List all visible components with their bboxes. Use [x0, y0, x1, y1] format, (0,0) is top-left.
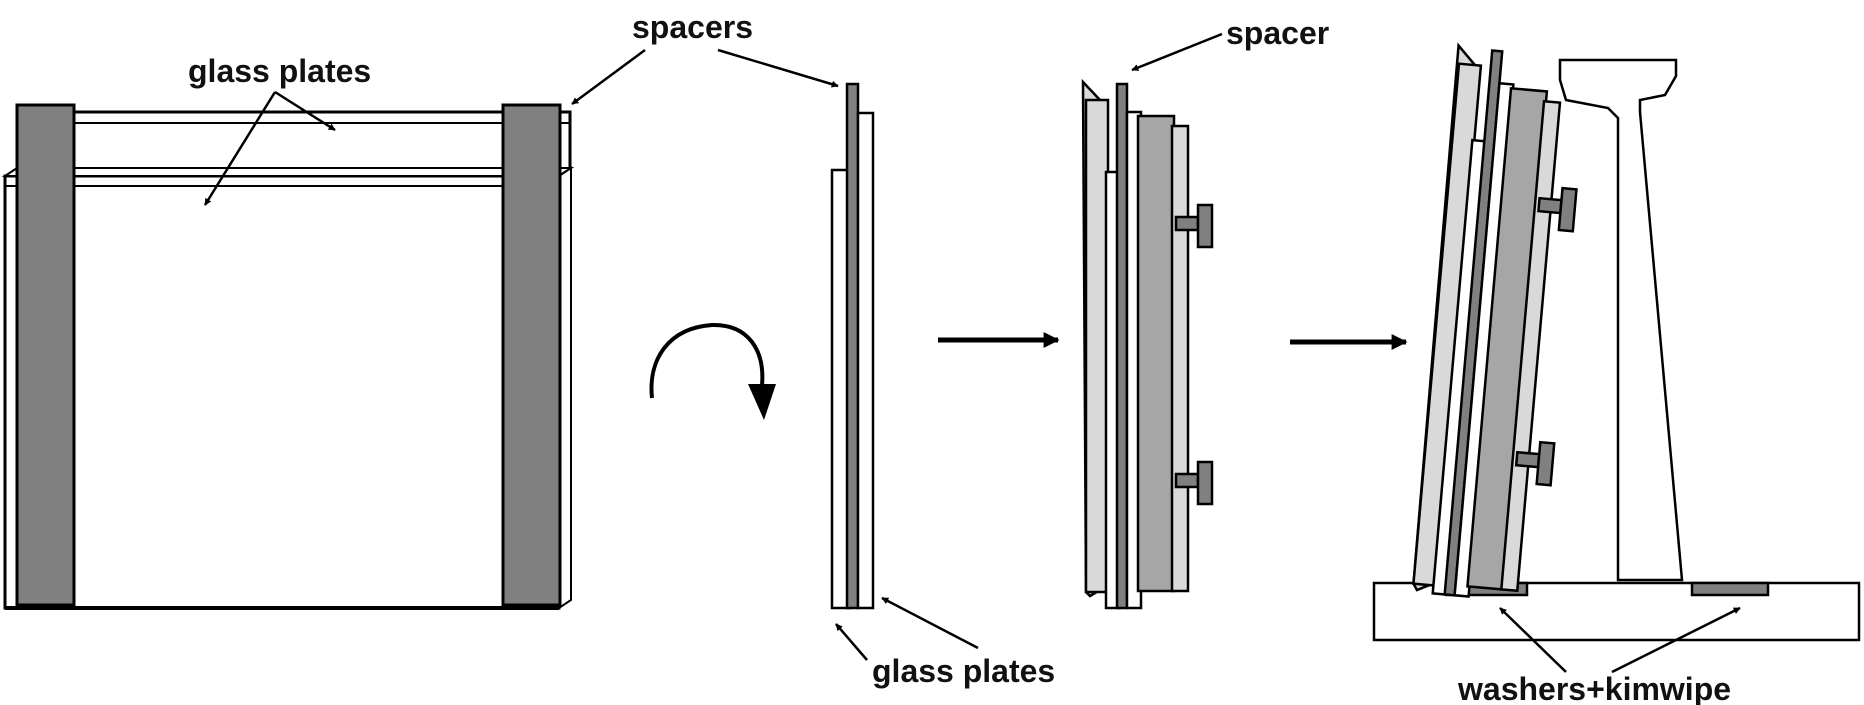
clamp-screw-top	[1174, 203, 1214, 249]
spacers-pointers	[571, 48, 839, 106]
clamp-outer-plate	[1170, 124, 1190, 593]
spacer-label: spacer	[1226, 15, 1329, 51]
washers-pointers	[1499, 606, 1741, 674]
washer-right	[1690, 581, 1770, 597]
side-back-glass	[856, 111, 875, 610]
front-glass-plate	[3, 174, 561, 610]
stand-base	[1372, 581, 1861, 642]
spacer-pointer	[1131, 32, 1223, 72]
right-spacer	[501, 103, 562, 607]
curved-arrow-icon	[649, 322, 776, 420]
clamp-screw-bottom	[1174, 460, 1214, 506]
glass-plates-label-top: glass plates	[188, 53, 371, 89]
clamped-assembly	[1081, 78, 1214, 610]
side-view-assembly	[830, 82, 875, 610]
stand-upright	[1558, 58, 1684, 582]
spacers-label: spacers	[632, 9, 753, 45]
tilted-cassette	[1412, 42, 1578, 598]
clamp-spacer	[1115, 82, 1129, 610]
side-glass-pointers	[835, 596, 979, 661]
left-spacer	[15, 103, 76, 607]
clamp-back-plate	[1136, 114, 1176, 593]
glass-plates-pointers	[203, 90, 336, 206]
washers-kimwipe-label: washers+kimwipe	[1457, 671, 1731, 705]
glass-plates-label-bottom: glass plates	[872, 653, 1055, 689]
front-view-assembly	[1, 103, 575, 610]
side-spacer	[845, 82, 860, 610]
